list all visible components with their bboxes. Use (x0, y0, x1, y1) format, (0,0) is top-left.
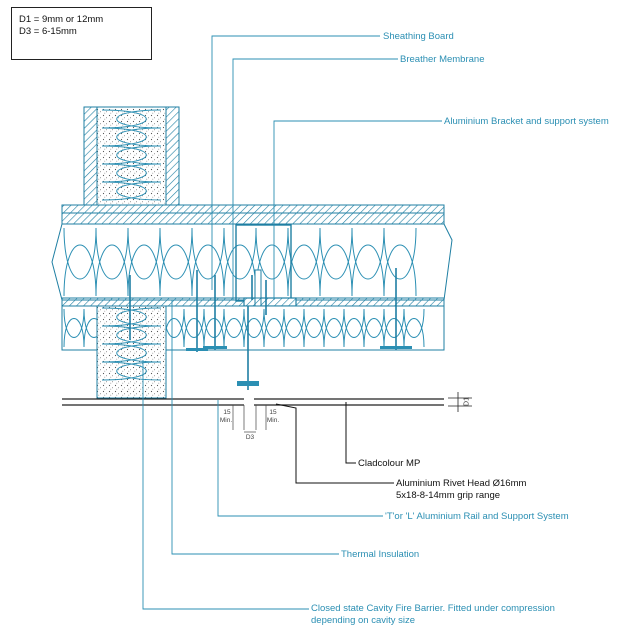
leader-cladcolour (345, 402, 356, 464)
dim-d3-label: D3 (245, 434, 255, 441)
label-sheathing-board: Sheathing Board (383, 31, 454, 42)
cladding-panel (62, 392, 472, 412)
insulation-coil (63, 227, 417, 297)
dimension-lines (232, 405, 267, 433)
label-rivet-line1: Aluminium Rivet Head Ø16mm (396, 478, 527, 489)
label-fire-barrier-line2: depending on cavity size (311, 615, 416, 626)
anchors (129, 268, 397, 390)
dark-leaders (275, 402, 394, 484)
dim-min-left-unit: Min. (219, 417, 233, 424)
wall-hatch-left (83, 106, 98, 206)
label-rivet-line2: 5x18-8-14mm grip range (396, 490, 501, 501)
label-breather-membrane: Breather Membrane (400, 54, 485, 65)
dim-d1-label: D1 (463, 397, 471, 406)
panel-joint (244, 397, 254, 407)
dim-min-right-unit: Min. (266, 417, 280, 424)
note-d1: D1 = 9mm or 12mm (19, 14, 104, 25)
upper-wall-insulation-coil (101, 109, 162, 201)
wall-core-upper (96, 106, 167, 206)
leader-bracket (273, 120, 442, 300)
lower-wall (96, 305, 167, 399)
sheathing-hatch (61, 204, 445, 225)
label-rail-support: 'T'or 'L' Aluminium Rail and Support Sys… (385, 511, 569, 522)
dim-min-left-value: 15 (223, 409, 231, 416)
upper-wall (83, 106, 180, 206)
leader-thermal (171, 300, 339, 555)
notes-box: D1 = 9mm or 12mm D3 = 6-15mm (11, 7, 152, 60)
rail-foot (237, 381, 259, 386)
label-cladcolour: Cladcolour MP (358, 458, 421, 469)
label-fire-barrier-line1: Closed state Cavity Fire Barrier. Fitted… (311, 603, 555, 614)
label-thermal-insulation: Thermal Insulation (341, 549, 420, 560)
lower-wall-core (96, 305, 167, 399)
leader-fire-barrier (142, 360, 309, 610)
anchor-head-3 (380, 346, 412, 349)
leader-breather (232, 58, 398, 300)
anchor-head-1 (186, 348, 208, 351)
sheathing-band (61, 204, 445, 225)
leader-sheathing (211, 35, 380, 290)
lower-wall-coil (101, 307, 162, 381)
anchor-head-2 (203, 346, 227, 349)
note-d3: D3 = 6-15mm (19, 26, 77, 37)
leader-rail (217, 400, 383, 517)
dim-min-right-value: 15 (269, 409, 277, 416)
label-bracket-support: Aluminium Bracket and support system (444, 116, 609, 127)
wall-hatch-right (165, 106, 180, 206)
anchor-heads (186, 346, 412, 386)
breather-strip (61, 297, 445, 307)
leader-lines (142, 35, 442, 610)
leader-rivet (275, 403, 394, 484)
